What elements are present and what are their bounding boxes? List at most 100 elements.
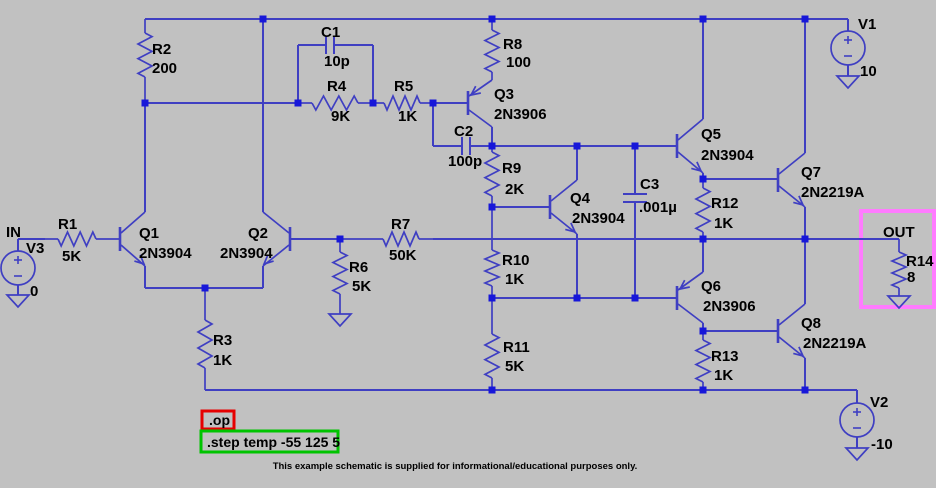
label-components-V3-name[interactable]: V3	[26, 240, 44, 257]
label-components-Q1-value[interactable]: 2N3904	[139, 245, 192, 262]
label-components-Q8-value[interactable]: 2N2219A	[803, 335, 867, 352]
transistor-Q7[interactable]	[776, 152, 806, 208]
label-components-R10-value[interactable]: 1K	[505, 271, 524, 288]
junction-dot	[369, 99, 377, 107]
resistor-R1[interactable]	[45, 229, 119, 249]
resistor-body	[136, 32, 154, 78]
transistor-Q3[interactable]	[466, 79, 493, 128]
transistor-Q1[interactable]	[118, 211, 146, 267]
resistor-body	[482, 249, 502, 287]
transistor-lead	[677, 303, 704, 324]
junction-dot	[631, 142, 639, 150]
transistor-Q2[interactable]	[262, 211, 292, 267]
label-components-R14-value[interactable]: 8	[907, 269, 915, 286]
label-components-Q5-value[interactable]: 2N3904	[701, 147, 754, 164]
label-components-Q1-name[interactable]: Q1	[139, 225, 159, 242]
label-components-Q8-name[interactable]: Q8	[801, 315, 821, 332]
label-components-R12-name[interactable]: R12	[711, 195, 739, 212]
label-components-V1-value[interactable]: 10	[860, 63, 877, 80]
junction-dot	[801, 235, 809, 243]
transistor-Q5[interactable]	[675, 118, 704, 174]
capacitor-C3[interactable]	[623, 193, 647, 203]
label-components-Q6-name[interactable]: Q6	[701, 278, 721, 295]
label-components-R2-name[interactable]: R2	[152, 41, 171, 58]
junction-dot	[801, 15, 809, 23]
label-components-R1-name[interactable]: R1	[58, 216, 77, 233]
transistor-lead	[677, 118, 704, 141]
capacitor-C1[interactable]	[325, 36, 335, 54]
resistor-body	[57, 229, 97, 249]
label-components-R5-value[interactable]: 1K	[398, 108, 417, 125]
voltage-source-V1[interactable]	[830, 30, 866, 66]
labels: R15KR2200R31KR49KR51KR65KR750KR8100R92KR…	[6, 16, 934, 472]
label-ports-in[interactable]: IN	[6, 224, 21, 241]
transistor-Q8[interactable]	[776, 303, 806, 359]
junction-dots	[141, 15, 809, 394]
resistor-body	[483, 151, 501, 197]
resistor-R14[interactable]	[889, 239, 909, 296]
label-components-R13-name[interactable]: R13	[711, 348, 739, 365]
voltage-source-V2[interactable]	[839, 402, 875, 438]
label-components-Q4-value[interactable]: 2N3904	[572, 210, 625, 227]
label-components-R4-name[interactable]: R4	[327, 78, 347, 95]
junction-dot	[573, 294, 581, 302]
label-components-Q5-name[interactable]: Q5	[701, 126, 721, 143]
voltage-source-V3[interactable]	[0, 250, 36, 286]
label-components-Q2-name[interactable]: Q2	[248, 225, 268, 242]
label-components-C3-name[interactable]: C3	[640, 176, 659, 193]
label-components-R2-value[interactable]: 200	[152, 60, 177, 77]
op-directive-highlight-box	[200, 409, 236, 431]
label-directives-op[interactable]: .op	[209, 412, 230, 428]
label-components-R10-name[interactable]: R10	[502, 252, 530, 269]
label-components-R9-name[interactable]: R9	[502, 160, 521, 177]
label-components-R3-value[interactable]: 1K	[213, 352, 232, 369]
label-components-Q3-value[interactable]: 2N3906	[494, 106, 547, 123]
label-directives-step[interactable]: .step temp -55 125 5	[207, 434, 340, 450]
label-components-Q7-name[interactable]: Q7	[801, 164, 821, 181]
label-components-R5-name[interactable]: R5	[394, 78, 413, 95]
resistor-body	[694, 187, 712, 233]
label-components-R3-name[interactable]: R3	[213, 332, 232, 349]
transistor-Q4[interactable]	[548, 179, 578, 235]
label-components-Q7-value[interactable]: 2N2219A	[801, 184, 865, 201]
label-components-C1-value[interactable]: 10p	[324, 53, 350, 70]
label-ports-out[interactable]: OUT	[883, 224, 915, 241]
label-components-R1-value[interactable]: 5K	[62, 248, 81, 265]
resistor-R3[interactable]	[196, 288, 214, 390]
label-components-R6-value[interactable]: 5K	[352, 278, 371, 295]
label-components-C1-name[interactable]: C1	[321, 24, 340, 41]
emitter-arrow-icon	[134, 254, 146, 266]
label-components-V1-name[interactable]: V1	[858, 16, 876, 33]
label-components-R11-name[interactable]: R11	[503, 339, 530, 356]
label-components-C3-value[interactable]: .001µ	[639, 199, 677, 216]
resistor-body	[311, 94, 359, 112]
source-circle	[0, 250, 36, 286]
label-components-R12-value[interactable]: 1K	[714, 215, 733, 232]
label-components-V2-name[interactable]: V2	[870, 394, 888, 411]
label-components-R11-value[interactable]: 5K	[505, 358, 524, 375]
transistor-Q6[interactable]	[675, 271, 704, 324]
label-components-Q3-name[interactable]: Q3	[494, 86, 514, 103]
label-components-R4-value[interactable]: 9K	[331, 108, 350, 125]
label-components-R8-value[interactable]: 100	[506, 54, 531, 71]
label-components-R8-name[interactable]: R8	[503, 36, 522, 53]
label-components-V3-value[interactable]: 0	[30, 283, 38, 300]
label-components-R7-value[interactable]: 50K	[389, 247, 417, 264]
label-components-C2-value[interactable]: 100p	[448, 153, 482, 170]
label-components-Q6-value[interactable]: 2N3906	[703, 298, 756, 315]
capacitor-C2[interactable]	[461, 137, 471, 155]
emitter-arrow-icon	[678, 279, 690, 291]
label-components-R14-name[interactable]: R14	[906, 253, 934, 270]
label-components-Q4-name[interactable]: Q4	[570, 190, 591, 207]
resistor-R7[interactable]	[340, 229, 433, 249]
resistor-R2[interactable]	[136, 19, 154, 103]
junction-dot	[631, 294, 639, 302]
label-components-R9-value[interactable]: 2K	[505, 181, 524, 198]
label-components-V2-value[interactable]: -10	[871, 436, 893, 453]
label-components-Q2-value[interactable]: 2N3904	[220, 245, 273, 262]
label-footer: This example schematic is supplied for i…	[273, 461, 638, 472]
label-components-C2-name[interactable]: C2	[454, 123, 473, 140]
label-components-R6-name[interactable]: R6	[349, 259, 368, 276]
label-components-R7-name[interactable]: R7	[391, 216, 410, 233]
label-components-R13-value[interactable]: 1K	[714, 367, 733, 384]
